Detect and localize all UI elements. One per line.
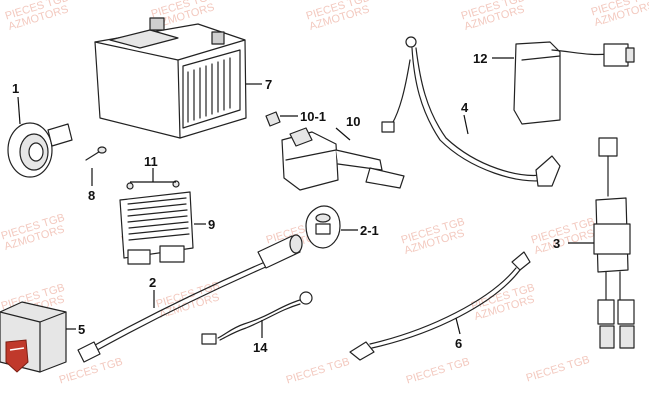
callout-relay-fuse: 10-1	[300, 109, 326, 124]
callout-relay-box: 5	[78, 322, 85, 337]
sub-harness[interactable]	[201, 291, 313, 345]
harness-main[interactable]	[77, 234, 303, 363]
horn-screw[interactable]	[85, 146, 107, 161]
callout-cdi-unit: 3	[553, 236, 560, 251]
ground-cable[interactable]	[349, 251, 531, 361]
callout-harness-main: 2	[149, 275, 156, 290]
callout-horn: 1	[12, 81, 19, 96]
horn[interactable]	[7, 122, 73, 178]
callout-ground-cable: 6	[455, 336, 462, 351]
connector-cap[interactable]	[305, 205, 341, 249]
relay-fuse[interactable]	[265, 111, 281, 127]
battery-terminal	[211, 31, 225, 45]
callout-connector-cap: 2-1	[360, 223, 379, 238]
battery-cable[interactable]	[381, 36, 561, 187]
regulator[interactable]	[119, 191, 194, 265]
cdi-unit[interactable]	[593, 137, 635, 349]
brand-logo	[5, 339, 29, 373]
callout-flasher: 12	[473, 51, 487, 66]
callout-screw-horn: 8	[88, 188, 95, 203]
battery-ribs	[187, 57, 231, 123]
callout-battery: 7	[265, 77, 272, 92]
battery[interactable]	[94, 17, 247, 139]
callout-battery-cable: 4	[461, 100, 469, 115]
regulator-fins	[127, 197, 190, 241]
battery-terminal	[149, 17, 165, 31]
flasher[interactable]	[513, 41, 635, 125]
callout-regulator-screws: 11	[144, 154, 158, 169]
callout-starter-relay: 10	[346, 114, 360, 129]
starter-relay[interactable]	[281, 127, 405, 191]
callout-sub-harness: 14	[253, 340, 268, 355]
regulator-screws[interactable]	[126, 180, 180, 190]
callout-regulator: 9	[208, 217, 215, 232]
